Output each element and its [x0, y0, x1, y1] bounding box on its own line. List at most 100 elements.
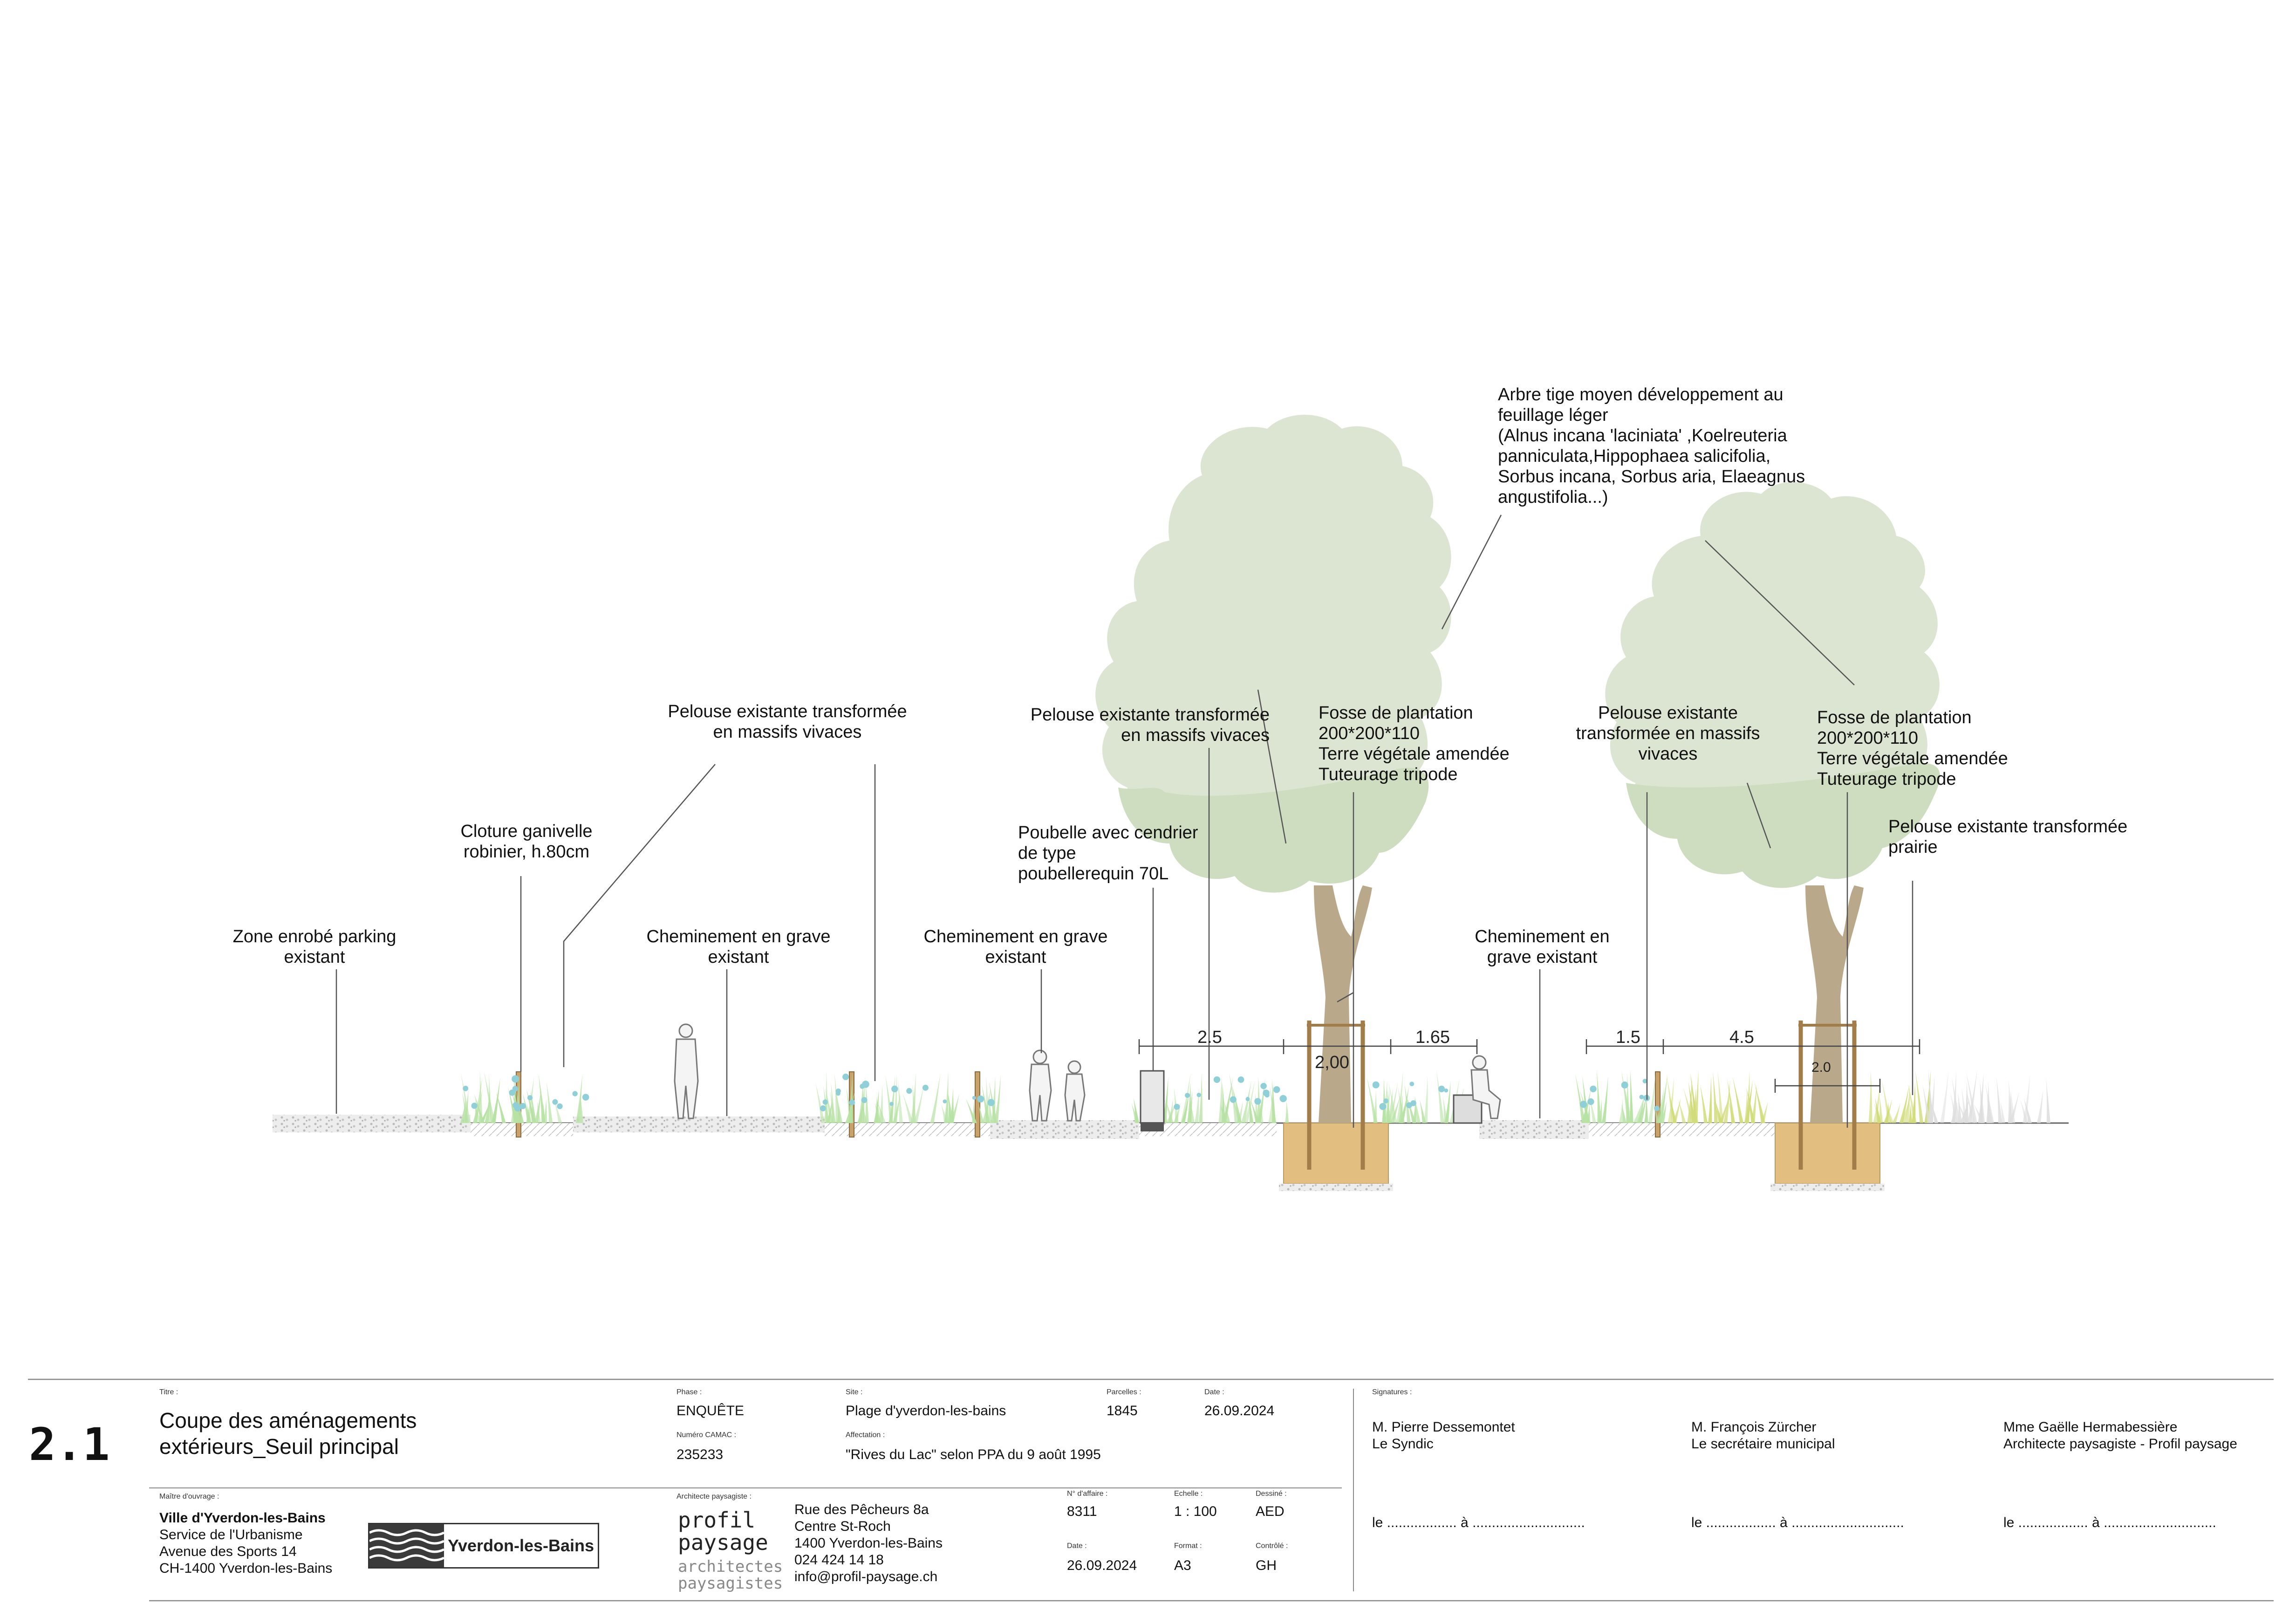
- controle-label: Contrôlé :: [1256, 1542, 1288, 1550]
- grass-blade: [991, 1076, 996, 1123]
- fence-post: [975, 1071, 980, 1137]
- maitre-name: Ville d'Yverdon-les-Bains: [159, 1510, 326, 1526]
- grass-blade: [950, 1094, 959, 1123]
- grass-blade: [474, 1094, 485, 1123]
- grass-blade: [1601, 1076, 1608, 1123]
- grass-blade: [1922, 1084, 1931, 1123]
- tree-1-trunk: [1314, 885, 1372, 1123]
- date2-value: 26.09.2024: [1067, 1558, 1137, 1573]
- grass-blade: [2000, 1101, 2005, 1123]
- grass-blade: [1396, 1071, 1403, 1123]
- grass-blade: [1728, 1100, 1736, 1123]
- date-value: 26.09.2024: [1204, 1403, 1275, 1418]
- dim-4-5: 4.5: [1729, 1028, 1754, 1047]
- grass-blade: [1387, 1082, 1398, 1123]
- soil-hatch-4: [1589, 1123, 1780, 1136]
- flower-dot: [1654, 1105, 1660, 1111]
- grass-blade: [1648, 1073, 1656, 1123]
- grass-blade: [1672, 1098, 1681, 1123]
- grass-blade: [2036, 1090, 2043, 1123]
- grass-blade: [1218, 1076, 1223, 1123]
- grass-blade: [485, 1090, 490, 1123]
- grass-blade: [543, 1099, 547, 1123]
- camac-value: 235233: [676, 1447, 724, 1462]
- grass-blade: [902, 1093, 914, 1123]
- flower-dot: [527, 1095, 533, 1101]
- grass-blade: [1879, 1096, 1883, 1123]
- signature-line-2: le .................. à ................…: [1691, 1515, 1904, 1530]
- waste-bin: [1140, 1070, 1165, 1124]
- format-label: Format :: [1174, 1542, 1202, 1550]
- profil-paysage-subtitle: architectes paysagistes: [678, 1557, 783, 1593]
- flower-dot: [512, 1075, 519, 1083]
- flower-dot: [1260, 1083, 1267, 1090]
- flower-dot: [572, 1091, 578, 1096]
- flower-dot: [835, 1091, 840, 1096]
- affectation-label: Affectation :: [846, 1431, 885, 1439]
- grass-blade: [2046, 1087, 2050, 1123]
- grass-blade: [860, 1077, 866, 1123]
- flower-dot: [582, 1094, 589, 1101]
- label-pelouse-massifs-3: Pelouse existante transformée en massifs…: [1576, 703, 1760, 764]
- sheet-number: 2.1: [29, 1418, 110, 1471]
- label-cloture: Cloture ganivelle robinier, h.80cm: [460, 822, 593, 862]
- flower-dot: [1444, 1088, 1449, 1093]
- grass-blade: [1694, 1070, 1699, 1123]
- affectation-value: "Rives du Lac" selon PPA du 9 août 1995: [846, 1447, 1101, 1462]
- flower-dot: [849, 1099, 855, 1105]
- dessine-value: AED: [1256, 1504, 1285, 1519]
- grass-blade: [1259, 1102, 1264, 1123]
- flower-dot: [1372, 1081, 1380, 1089]
- label-cheminement-1: Cheminement en grave existant: [646, 927, 831, 967]
- path-gravel-3: [1479, 1120, 1589, 1139]
- grass-blade: [947, 1088, 954, 1123]
- grass-blade: [1133, 1098, 1139, 1123]
- flower-dot: [1410, 1100, 1416, 1106]
- grass-blade: [1195, 1087, 1199, 1123]
- grass-blade: [1966, 1071, 1977, 1123]
- label-cheminement-2: Cheminement en grave existant: [923, 927, 1108, 967]
- grass-blade: [1908, 1083, 1917, 1123]
- flower-dot: [889, 1102, 894, 1106]
- flower-dot: [1279, 1095, 1287, 1103]
- grass-blade: [1629, 1069, 1633, 1123]
- grass-blade: [1940, 1070, 1949, 1123]
- grass-blade: [1715, 1100, 1723, 1123]
- grass-blade: [1237, 1101, 1243, 1123]
- grass-blade: [1162, 1076, 1168, 1123]
- planting-pit-1: [1283, 1123, 1389, 1184]
- firm-address: Rue des Pêcheurs 8a Centre St-Roch 1400 …: [794, 1502, 943, 1584]
- grass-blade: [1881, 1079, 1892, 1123]
- grass-blade: [1660, 1101, 1667, 1123]
- grass-blade: [888, 1076, 895, 1123]
- flower-dot: [519, 1103, 526, 1110]
- grass-blade: [930, 1073, 941, 1123]
- grass-blade: [1732, 1076, 1744, 1123]
- grass-blade: [1131, 1103, 1139, 1123]
- grass-blade: [826, 1100, 833, 1123]
- grass-blade: [1598, 1099, 1602, 1123]
- label-zone-parking: Zone enrobé parking existant: [232, 927, 396, 967]
- grass-blade: [1619, 1099, 1623, 1123]
- grass-blade: [484, 1071, 495, 1123]
- grass-blade: [941, 1103, 948, 1123]
- maitre-label: Maître d'ouvrage :: [159, 1493, 219, 1501]
- dim-2-00: 2,00: [1315, 1053, 1349, 1072]
- grass-blade: [492, 1077, 500, 1123]
- fence-post: [1655, 1071, 1660, 1137]
- flower-dot: [471, 1103, 478, 1109]
- grass-blade: [1637, 1095, 1645, 1123]
- dim-2-5: 2.5: [1197, 1028, 1222, 1047]
- grass-blade: [1638, 1092, 1647, 1123]
- flower-dot: [820, 1105, 826, 1111]
- grass-blade: [1656, 1085, 1665, 1123]
- grass-blade: [1723, 1080, 1730, 1123]
- flower-dot: [1383, 1098, 1388, 1104]
- grass-blade: [1644, 1096, 1648, 1123]
- grass-blade: [1271, 1079, 1276, 1123]
- grass-blade: [1745, 1070, 1750, 1123]
- profil-paysage-logo: profil paysage: [678, 1508, 768, 1555]
- label-cheminement-3: Cheminement en grave existant: [1475, 927, 1610, 967]
- affaire-label: N° d'affaire :: [1067, 1490, 1108, 1498]
- grass-blade: [1187, 1090, 1192, 1123]
